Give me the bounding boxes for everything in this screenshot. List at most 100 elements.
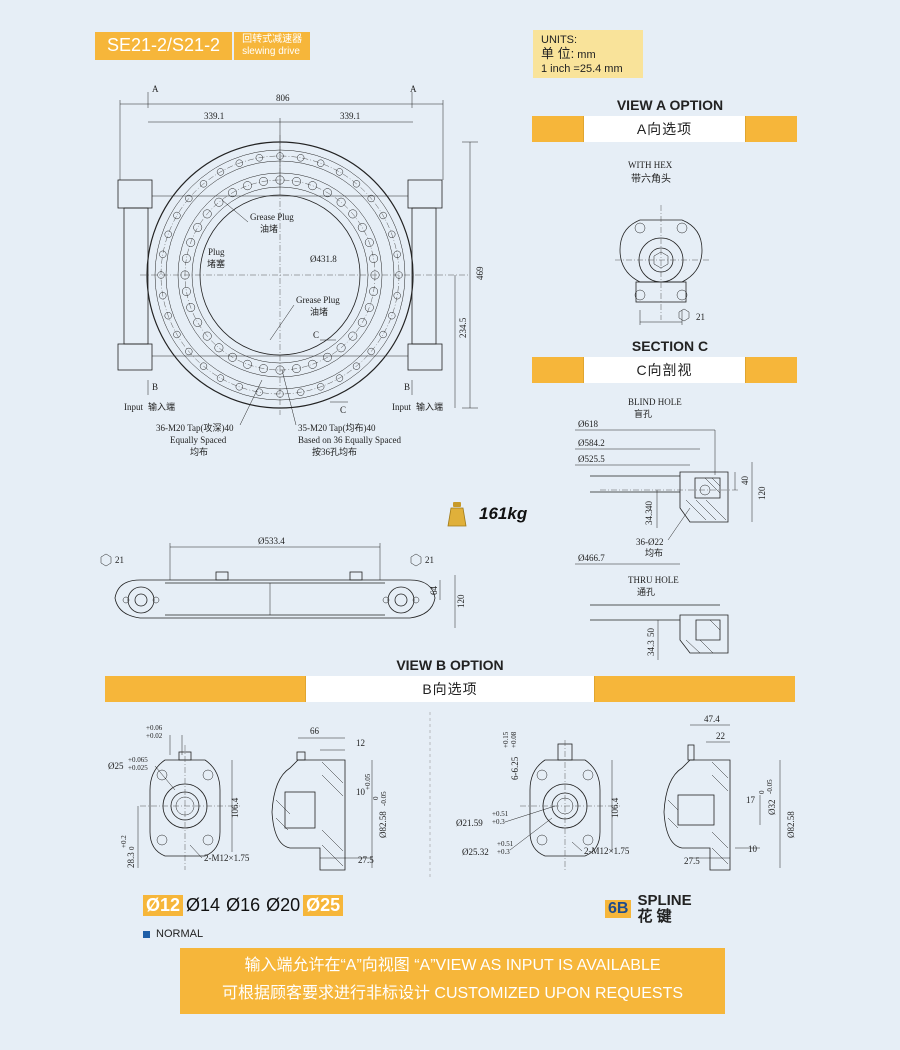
vb-d275b: 27.5 bbox=[684, 856, 700, 866]
dim-584: Ø584.2 bbox=[578, 438, 605, 448]
input-left-cn: 输入端 bbox=[148, 401, 175, 412]
vb-d283-tol-a: +0.2 bbox=[120, 835, 128, 848]
model-subtitle-cn: 回转式减速器 bbox=[242, 34, 303, 45]
normal-legend: NORMAL bbox=[143, 928, 203, 940]
vb-d10b: 10 bbox=[748, 844, 758, 854]
with-hex-en: WITH HEX bbox=[628, 160, 673, 170]
model-header: SE21-2/S21-2 回转式减速器 slewing drive bbox=[95, 32, 311, 60]
bolt-hole bbox=[364, 238, 374, 247]
bore-20: Ø20 bbox=[266, 895, 301, 915]
vb-d10-tol: +0.05 bbox=[364, 773, 372, 790]
note-line-1: 输入端允许在“A”向视图 “A”VIEW AS INPUT IS AVAILAB… bbox=[244, 957, 661, 974]
bolt-hole bbox=[159, 292, 167, 300]
dim-525: Ø525.5 bbox=[578, 454, 605, 464]
spline-en: SPLINE bbox=[637, 892, 692, 909]
model-subtitle: 回转式减速器 slewing drive bbox=[234, 32, 311, 60]
vb-d2532-tol-a: +0.51 bbox=[497, 840, 514, 848]
side-dim-64: 64 bbox=[429, 586, 439, 596]
view-b-normal-drawing: +0.06 +0.02 Ø25 +0.065 +0.025 106.4 28.3… bbox=[108, 724, 388, 871]
bore-options: Ø12 Ø14 Ø16 Ø20 Ø25 bbox=[143, 895, 344, 916]
bolt-hole bbox=[393, 250, 401, 258]
vb-d6: 6-6.25 bbox=[510, 756, 520, 780]
dim-618: Ø618 bbox=[578, 419, 598, 429]
bolt-hole bbox=[323, 352, 332, 362]
bolt-hole bbox=[348, 209, 358, 219]
bolt-hole bbox=[202, 209, 212, 219]
vb-d275: 27.5 bbox=[358, 855, 374, 865]
vb-d106b: 106.4 bbox=[610, 797, 620, 818]
vb-d10: 10 bbox=[356, 787, 366, 797]
grease-plug-2-en: Grease Plug bbox=[296, 295, 340, 305]
dim-c-40b: 40 bbox=[644, 501, 654, 511]
b-marker-left: B bbox=[152, 382, 158, 392]
dim-469: 469 bbox=[475, 266, 485, 280]
bolt-hole bbox=[216, 374, 225, 382]
bolt-hole bbox=[235, 159, 243, 167]
holes-36: 36-Ø22 bbox=[636, 537, 664, 547]
bolt-hole bbox=[297, 154, 305, 162]
bolt-hole bbox=[173, 330, 181, 339]
section-c-drawing: BLIND HOLE 盲孔 Ø618 Ø584.2 Ø525.5 40 120 … bbox=[575, 397, 767, 660]
input-right-cn: 输入端 bbox=[416, 401, 443, 412]
vb-d32: Ø32 bbox=[767, 800, 777, 816]
bolt-hole bbox=[186, 303, 196, 312]
grease-plug-1-en: Grease Plug bbox=[250, 212, 294, 222]
spline-label: 6B SPLINE 花 键 bbox=[605, 893, 692, 925]
tap-2-cn: 按36孔均布 bbox=[312, 446, 357, 457]
bolt-hole bbox=[181, 287, 191, 296]
vb-d2159-tol-a: +0.51 bbox=[492, 810, 509, 818]
bolt-hole bbox=[308, 359, 317, 369]
vb-d2159: Ø21.59 bbox=[456, 818, 483, 828]
dim-533: Ø533.4 bbox=[258, 536, 285, 546]
bolt-hole bbox=[259, 364, 268, 374]
bolt-hole bbox=[297, 388, 305, 396]
bolt-hole bbox=[255, 154, 263, 162]
view-b-spline-drawing: 6-6.25 +0.15 +0.08 106.4 Ø21.59 +0.51 +0… bbox=[456, 714, 796, 871]
vb-d82-tol-b: -0.05 bbox=[380, 791, 388, 806]
dim-c-50: 50 bbox=[646, 628, 656, 638]
bolt-hole bbox=[159, 250, 167, 258]
vb-d25: Ø25 bbox=[108, 761, 124, 771]
bolt-hole bbox=[228, 352, 237, 362]
vb-d6-tol-b: +0.08 bbox=[510, 731, 518, 748]
bolt-hole bbox=[164, 312, 172, 320]
bolt-hole bbox=[202, 331, 212, 341]
grease-plug-1-cn: 油堵 bbox=[260, 223, 278, 234]
bolt-hole bbox=[388, 230, 396, 238]
model-subtitle-en: slewing drive bbox=[242, 46, 300, 57]
view-a-hex: 21 bbox=[696, 312, 705, 322]
bolt-hole bbox=[216, 168, 225, 176]
tap-2: 35-M20 Tap(均布)40 bbox=[298, 422, 376, 433]
tap-2-b: Based on 36 Equally Spaced bbox=[298, 435, 401, 445]
bolt-hole bbox=[185, 347, 193, 356]
bolt-hole bbox=[243, 359, 252, 369]
weight-icon bbox=[447, 502, 467, 527]
bolt-hole bbox=[357, 318, 367, 327]
bolt-hole bbox=[352, 362, 361, 370]
b-marker-right: B bbox=[404, 382, 410, 392]
vb-d82b: Ø82.58 bbox=[786, 811, 796, 838]
blind-hole-en: BLIND HOLE bbox=[628, 397, 682, 407]
bolt-hole bbox=[243, 181, 252, 191]
bolt-hole bbox=[357, 223, 367, 232]
units-conversion: 1 inch =25.4 mm bbox=[541, 63, 623, 75]
dim-c-343b: 34.3 bbox=[646, 640, 656, 656]
dim-c-40: 40 bbox=[740, 476, 750, 486]
bolt-hole bbox=[352, 180, 361, 188]
vb-d82-tol-a: 0 bbox=[372, 796, 380, 800]
vb-d32-tol-b: -0.05 bbox=[766, 779, 774, 794]
spline-cn: 花 键 bbox=[637, 908, 672, 925]
tap-1-cn: 均布 bbox=[190, 446, 208, 457]
bolt-hole bbox=[164, 230, 172, 238]
bolt-hole bbox=[292, 176, 301, 186]
vb-tol1a: +0.06 bbox=[146, 724, 163, 732]
bolt-hole bbox=[235, 383, 243, 391]
view-a-bar-label: A向选项 bbox=[583, 116, 746, 142]
bolt-hole bbox=[186, 238, 196, 247]
vb-d32-tol-a: 0 bbox=[758, 790, 766, 794]
vb-d17: 17 bbox=[746, 795, 756, 805]
vb-d2532-tol-b: +0.3 bbox=[497, 848, 510, 856]
bolt-holes-outer bbox=[157, 152, 403, 398]
side-dim-120: 120 bbox=[456, 594, 466, 608]
with-hex-cn: 带六角头 bbox=[631, 173, 671, 185]
